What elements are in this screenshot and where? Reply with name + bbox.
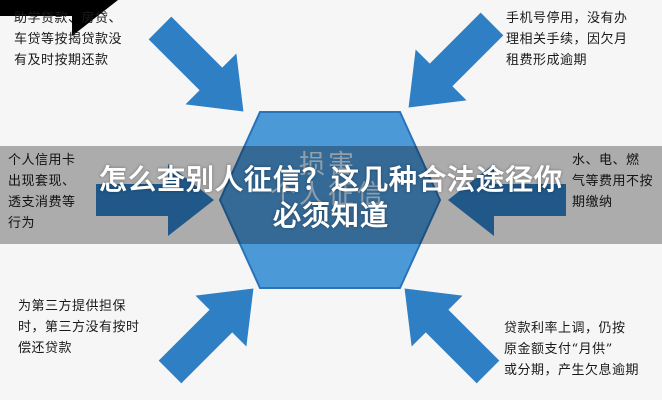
headline-banner <box>0 146 662 244</box>
note-top-right: 手机号停用，没有办 理相关手续，因欠月 租费形成逾期 <box>506 11 628 68</box>
note-bottom-right: 贷款利率上调，仍按 原金额支付“月供” 或分期，产生欠息逾期 <box>504 321 640 378</box>
center-hexagon <box>218 111 442 289</box>
note-mid-left: 个人信用卡 出现套现、 透支消费等 行为 <box>8 153 76 231</box>
arrow-top-right <box>383 0 518 133</box>
note-bottom-left: 为第三方提供担保 时，第三方没有按时 偿还贷款 <box>18 299 140 356</box>
note-mid-right: 水、电、燃 气等费用不按 期缴纳 <box>572 153 654 210</box>
arrow-top-left <box>134 2 269 137</box>
center-label: 损害 个人征信 <box>269 150 386 210</box>
note-top-left: 助学贷款、房贷、 车贷等按揭贷款没 有及时按期还款 <box>14 11 123 68</box>
headline: 怎么查别人征信？这几种合法途径你 必须知道 <box>98 163 563 232</box>
